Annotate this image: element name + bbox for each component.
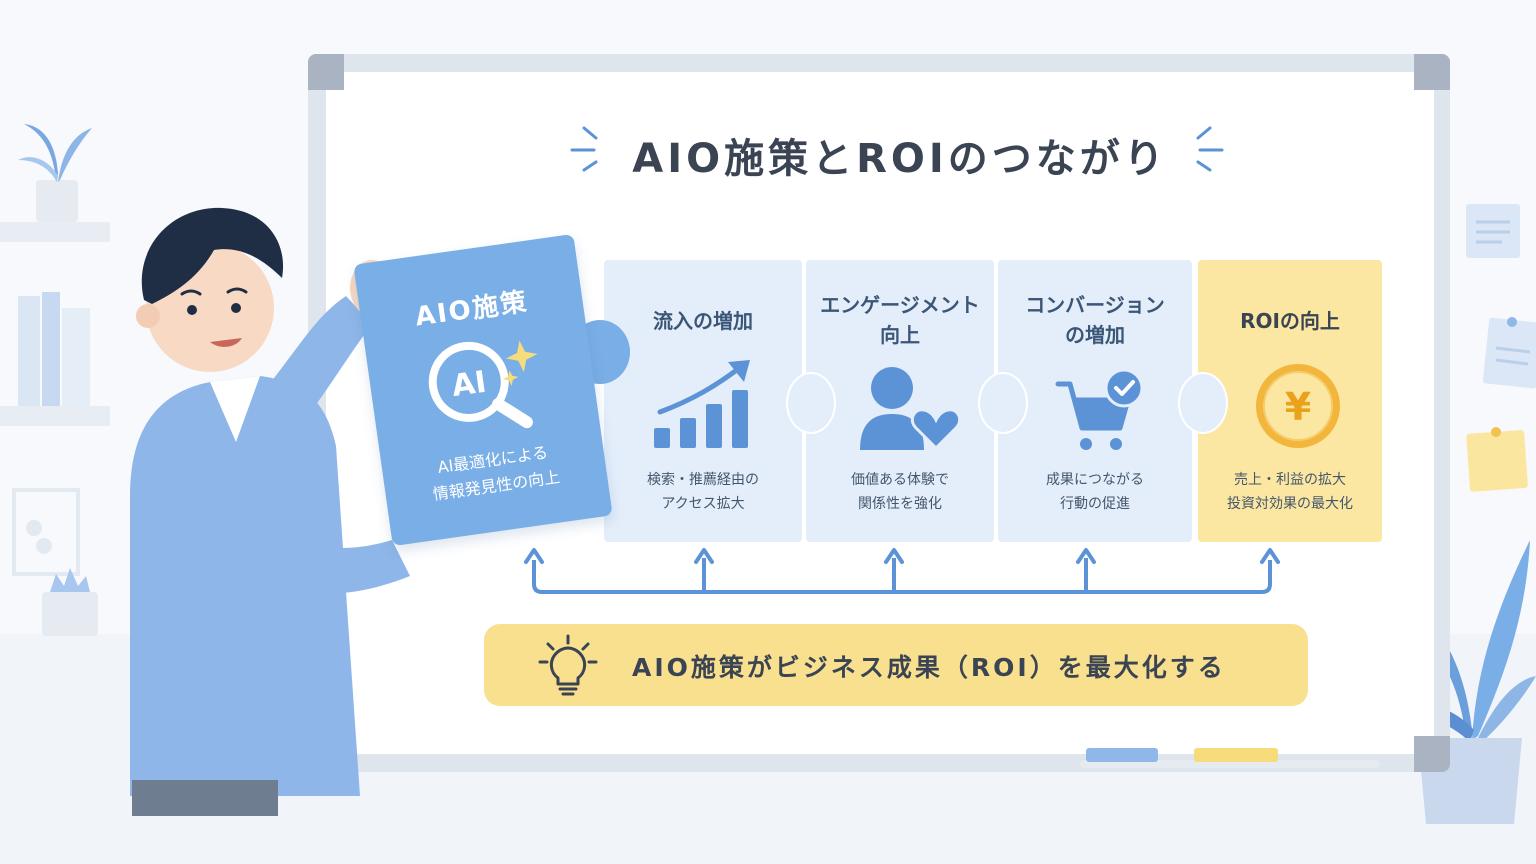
step-title: コンバージョン の増加 (1025, 293, 1165, 347)
step-title: 流入の増加 (653, 309, 753, 333)
cart-check-icon (1055, 368, 1144, 450)
lightbulb-icon (538, 634, 598, 696)
sparkle-left-icon (570, 126, 598, 172)
step-desc: 価値ある体験で 関係性を強化 (851, 472, 949, 512)
step-card-engagement: エンゲージメント 向上 価値ある体験で 関係性を強化 (806, 260, 994, 542)
step-desc: 検索・推薦経由の アクセス拡大 (647, 472, 759, 512)
board-corner (308, 54, 344, 90)
ai-search-icon: AI (428, 340, 538, 429)
banner-text: AIO施策がビジネス成果（ROI）を最大化する (632, 653, 1226, 682)
svg-text:¥: ¥ (1285, 385, 1311, 429)
board-corner (1414, 54, 1450, 90)
frame-and-plant-icon (12, 488, 98, 636)
board-corner (1414, 736, 1450, 772)
sticky-note-icon (1466, 427, 1528, 492)
step-desc: 売上・利益の拡大 投資対効果の最大化 (1227, 472, 1353, 512)
yen-coin-icon: ¥ (1256, 364, 1340, 448)
person-illustration (130, 207, 478, 816)
diagram-title: AIO施策とROIのつながり (632, 136, 1168, 182)
marker-tray (1080, 760, 1380, 768)
svg-text:AI: AI (450, 365, 489, 404)
puzzle-knob (1178, 372, 1228, 434)
books-icon (18, 292, 90, 406)
step-desc: 成果につながる 行動の促進 (1046, 472, 1144, 512)
connector-arrows (524, 548, 1280, 594)
plant-pot-icon (18, 124, 92, 222)
puzzle-desc: AI最適化による 情報発見性の向上 (431, 442, 562, 504)
blue-marker (1086, 748, 1158, 762)
puzzle-knob (978, 372, 1028, 434)
step-card-traffic: 流入の増加 検索・推薦経由の アクセス拡大 (604, 260, 802, 542)
sparkle-right-icon (1196, 126, 1224, 172)
step-card-conversion: コンバージョン の増加 成果につながる 行動の促進 (998, 260, 1192, 542)
conclusion-banner: AIO施策がビジネス成果（ROI）を最大化する (484, 624, 1308, 706)
pinned-note-icon (1482, 317, 1536, 389)
plant-right-icon (1382, 540, 1536, 824)
step-title: ROIの向上 (1240, 309, 1340, 333)
shelf-middle (0, 406, 110, 426)
shelf-top (0, 222, 110, 242)
growth-chart-icon (654, 360, 750, 448)
note-card-icon (1466, 204, 1520, 258)
user-heart-icon (860, 367, 962, 451)
step-title: エンゲージメント 向上 (820, 293, 980, 347)
puzzle-knob (786, 372, 836, 434)
puzzle-title: AIO施策 (413, 287, 531, 333)
aio-puzzle-piece: AIO施策 AI AI最適化による 情報発見性の向上 (353, 233, 613, 547)
step-card-roi: ROIの向上 ¥ 売上・利益の拡大 投資対効果の最大化 (1198, 260, 1382, 542)
yellow-marker (1194, 748, 1278, 762)
